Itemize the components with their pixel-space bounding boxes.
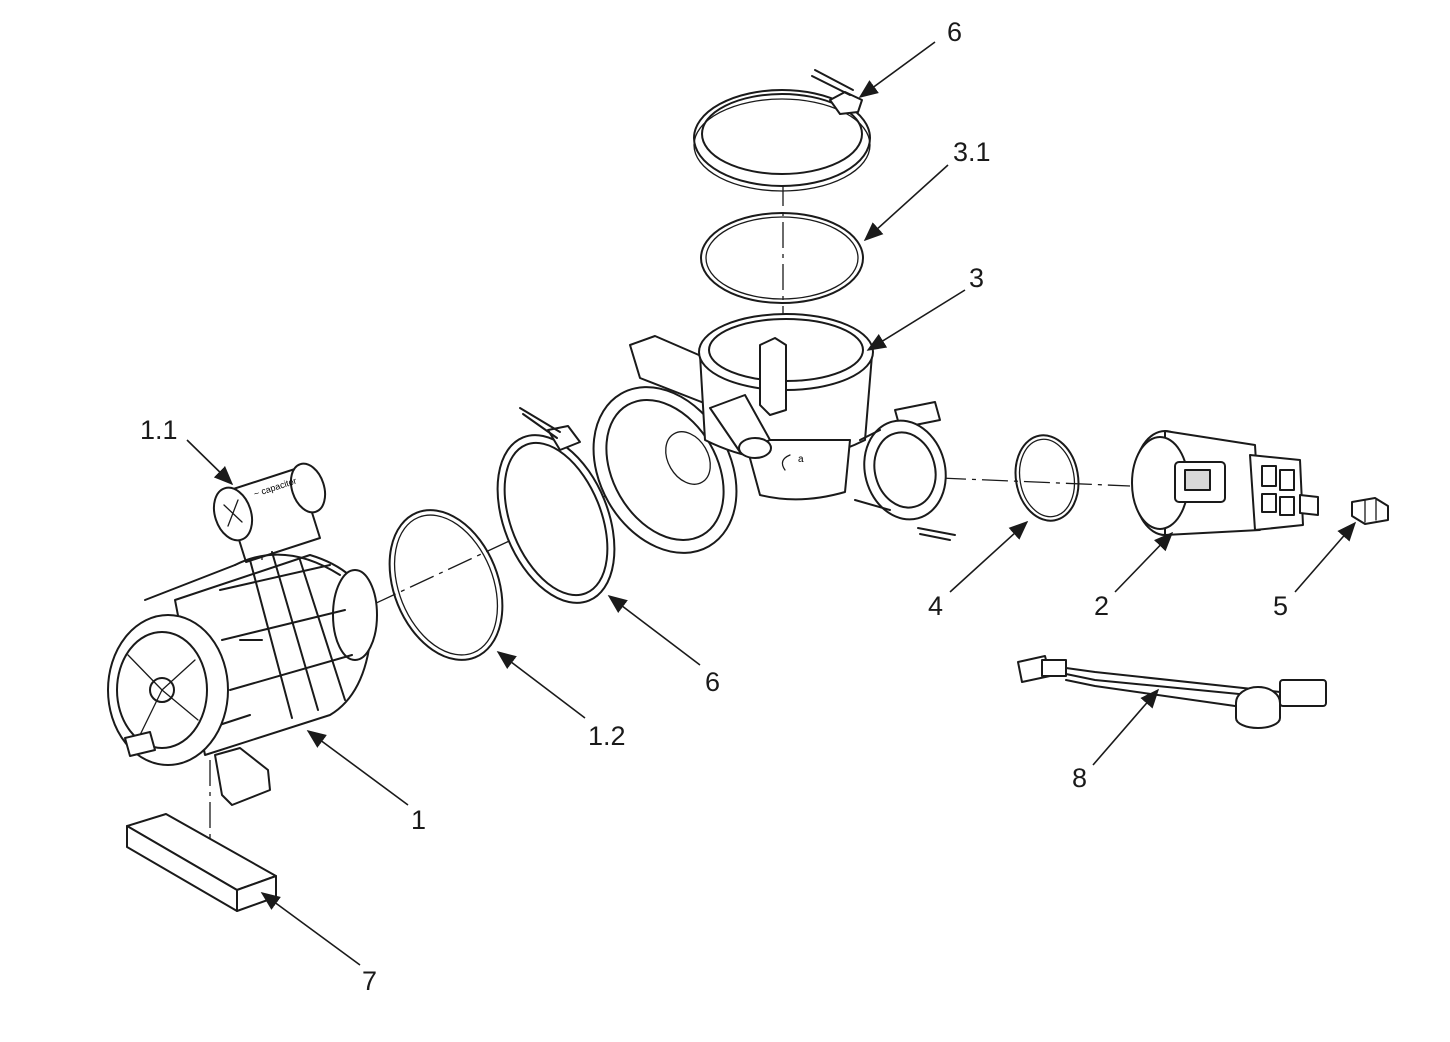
o-ring-4 [1014,434,1080,522]
callout-3-1: 3.1 [953,137,991,167]
pump-housing: a [592,313,956,554]
connector-5 [1351,497,1389,525]
svg-text:a: a [798,454,804,465]
pad-7 [126,813,277,912]
motor [107,551,378,806]
callout-1: 1 [411,805,426,835]
leaders [186,41,1357,966]
clamp-ring-top [693,69,871,192]
callout-4: 4 [928,591,943,621]
callout-8: 8 [1072,763,1087,793]
o-ring-1-2 [388,509,504,661]
callout-7: 7 [362,966,377,996]
cable-harness [1017,655,1327,729]
callout-labels: 6 3.1 3 1.1 4 2 5 6 1.2 1 8 7 [140,17,1288,996]
callout-1-2: 1.2 [588,721,626,751]
clamp-ring-middle [496,407,616,604]
capacitor: ~ capacitor [212,462,327,563]
drain-pump [1131,430,1319,536]
callout-5: 5 [1273,591,1288,621]
o-ring-3-1 [700,212,864,304]
callout-1-1: 1.1 [140,415,178,445]
callout-6-top: 6 [947,17,962,47]
callout-3: 3 [969,263,984,293]
callout-2: 2 [1094,591,1109,621]
callout-6-mid: 6 [705,667,720,697]
